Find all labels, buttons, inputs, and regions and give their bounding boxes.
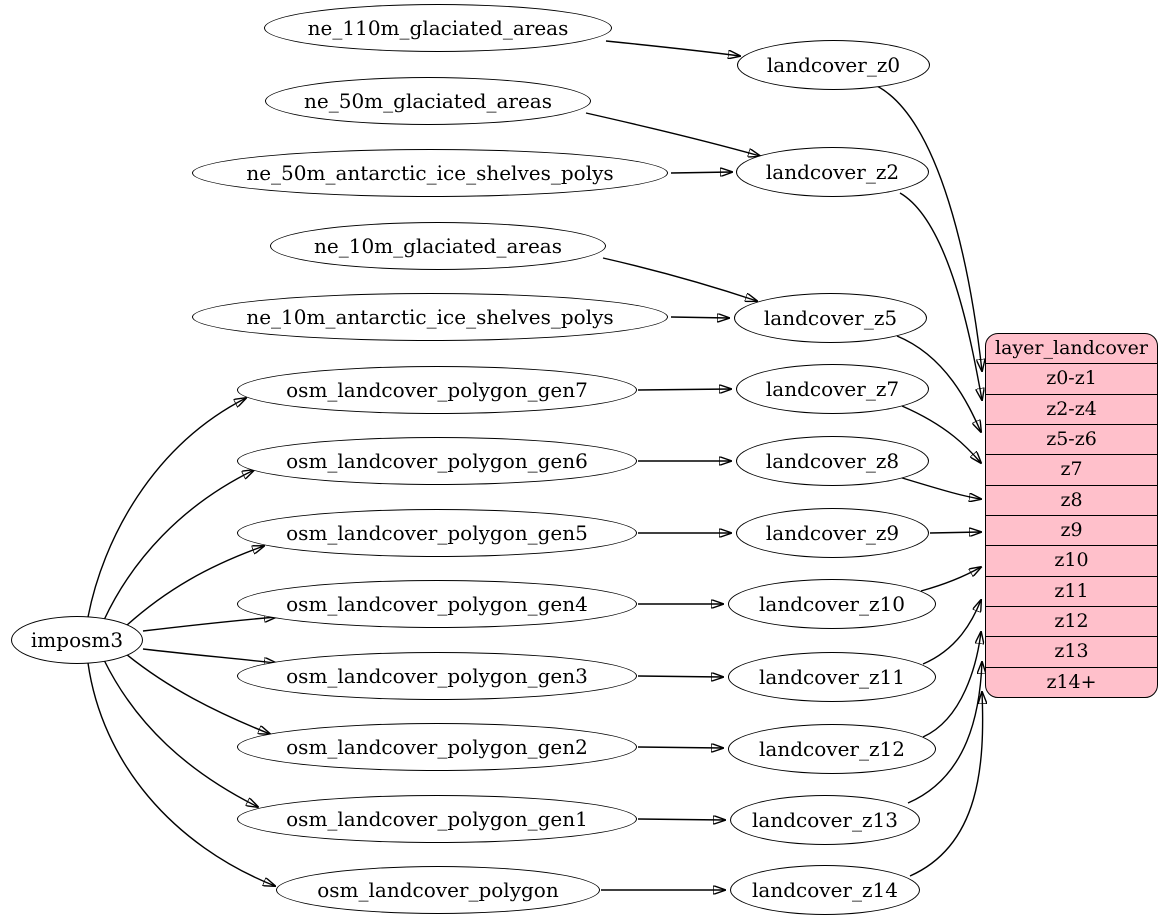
node-landcover-z2: landcover_z2	[736, 147, 929, 197]
edge-landcover_z5-row-z5-z6	[896, 335, 981, 432]
edge-landcover_z13-row-z13	[907, 662, 982, 804]
node-ne-10m-antarctic-ice-shelves-polys: ne_10m_antarctic_ice_shelves_polys	[192, 293, 668, 341]
record-row-z12: z12	[986, 605, 1157, 636]
record-row-z0-z1: z0-z1	[986, 363, 1157, 393]
node-osm-landcover-polygon-gen3: osm_landcover_polygon_gen3	[237, 652, 637, 700]
edge-imposm3-osm_landcover_polygon_gen4	[142, 617, 276, 632]
record-layer-landcover: layer_landcover z0-z1 z2-z4 z5-z6 z7 z8 …	[985, 333, 1158, 698]
node-landcover-z8: landcover_z8	[736, 436, 929, 486]
edge-osm_landcover_polygon_gen2-landcover_z12	[637, 747, 723, 748]
record-row-z9: z9	[986, 514, 1157, 545]
node-osm-landcover-polygon-gen6: osm_landcover_polygon_gen6	[237, 437, 637, 485]
edge-imposm3-osm_landcover_polygon_gen1	[103, 659, 258, 807]
edge-landcover_z2-row-z2-z4	[899, 192, 982, 400]
node-ne-110m-glaciated-areas: ne_110m_glaciated_areas	[264, 4, 612, 52]
edge-ne_10m_glaciated_areas-landcover_z5	[602, 257, 757, 301]
edge-landcover_z0-row-z0-z1	[876, 85, 982, 371]
node-landcover-z9: landcover_z9	[736, 508, 929, 558]
node-ne-50m-antarctic-ice-shelves-polys: ne_50m_antarctic_ice_shelves_polys	[192, 149, 668, 197]
edge-landcover_z12-row-z12	[922, 632, 981, 738]
node-landcover-z0: landcover_z0	[737, 40, 930, 90]
record-row-z13: z13	[986, 636, 1157, 666]
node-ne-50m-glaciated-areas: ne_50m_glaciated_areas	[265, 77, 591, 125]
node-landcover-z10: landcover_z10	[728, 579, 936, 629]
record-row-z5-z6: z5-z6	[986, 423, 1157, 454]
edge-landcover_z9-row-z9	[929, 532, 981, 533]
record-row-z7: z7	[986, 454, 1157, 484]
edge-imposm3-osm_landcover_polygon_gen5	[125, 546, 264, 627]
node-landcover-z12: landcover_z12	[728, 724, 936, 774]
edge-landcover_z8-row-z8	[898, 476, 981, 499]
record-row-z10: z10	[986, 545, 1157, 575]
node-landcover-z7: landcover_z7	[736, 364, 929, 414]
node-landcover-z14: landcover_z14	[730, 865, 920, 915]
node-osm-landcover-polygon-gen2: osm_landcover_polygon_gen2	[237, 723, 637, 771]
node-osm-landcover-polygon-gen1: osm_landcover_polygon_gen1	[237, 795, 637, 843]
node-osm-landcover-polygon-gen4: osm_landcover_polygon_gen4	[237, 580, 637, 628]
edge-imposm3-osm_landcover_polygon_gen2	[125, 653, 270, 734]
edge-imposm3-osm_landcover_polygon_gen6	[103, 470, 254, 621]
node-osm-landcover-polygon: osm_landcover_polygon	[276, 866, 600, 914]
edge-imposm3-osm_landcover_polygon	[87, 662, 275, 886]
edge-osm_landcover_polygon_gen7-landcover_z7	[637, 389, 731, 390]
node-landcover-z13: landcover_z13	[730, 795, 920, 845]
record-title: layer_landcover	[995, 337, 1148, 360]
record-row-z14-plus: z14+	[986, 666, 1157, 697]
edge-osm_landcover_polygon_gen3-landcover_z11	[637, 676, 723, 677]
edge-landcover_z14-row-z14plus	[909, 692, 983, 877]
edge-landcover_z7-row-z7	[901, 405, 981, 463]
edge-landcover_z11-row-z11	[922, 600, 981, 665]
node-landcover-z11: landcover_z11	[728, 652, 936, 702]
node-ne-10m-glaciated-areas: ne_10m_glaciated_areas	[270, 222, 606, 270]
node-osm-landcover-polygon-gen5: osm_landcover_polygon_gen5	[237, 509, 637, 557]
node-imposm3: imposm3	[11, 616, 143, 664]
edge-ne_50m_glaciated_areas-landcover_z2	[585, 112, 760, 156]
edge-osm_landcover_polygon_gen1-landcover_z13	[637, 819, 725, 820]
node-landcover-z5: landcover_z5	[734, 293, 927, 343]
edge-landcover_z10-row-z10	[920, 567, 981, 592]
node-osm-landcover-polygon-gen7: osm_landcover_polygon_gen7	[237, 366, 637, 414]
edge-ne_110m_glaciated_areas-landcover_z0	[605, 40, 740, 56]
edge-imposm3-osm_landcover_polygon_gen7	[87, 398, 246, 618]
record-row-z8: z8	[986, 484, 1157, 515]
edge-ne_10m_antarctic_ice_shelves_polys-landcover_z5	[670, 317, 729, 318]
edge-ne_50m_antarctic_ice_shelves_polys-landcover_z2	[670, 172, 732, 173]
record-row-z2-z4: z2-z4	[986, 393, 1157, 424]
record-row-z11: z11	[986, 575, 1157, 606]
edge-imposm3-osm_landcover_polygon_gen3	[142, 648, 276, 663]
